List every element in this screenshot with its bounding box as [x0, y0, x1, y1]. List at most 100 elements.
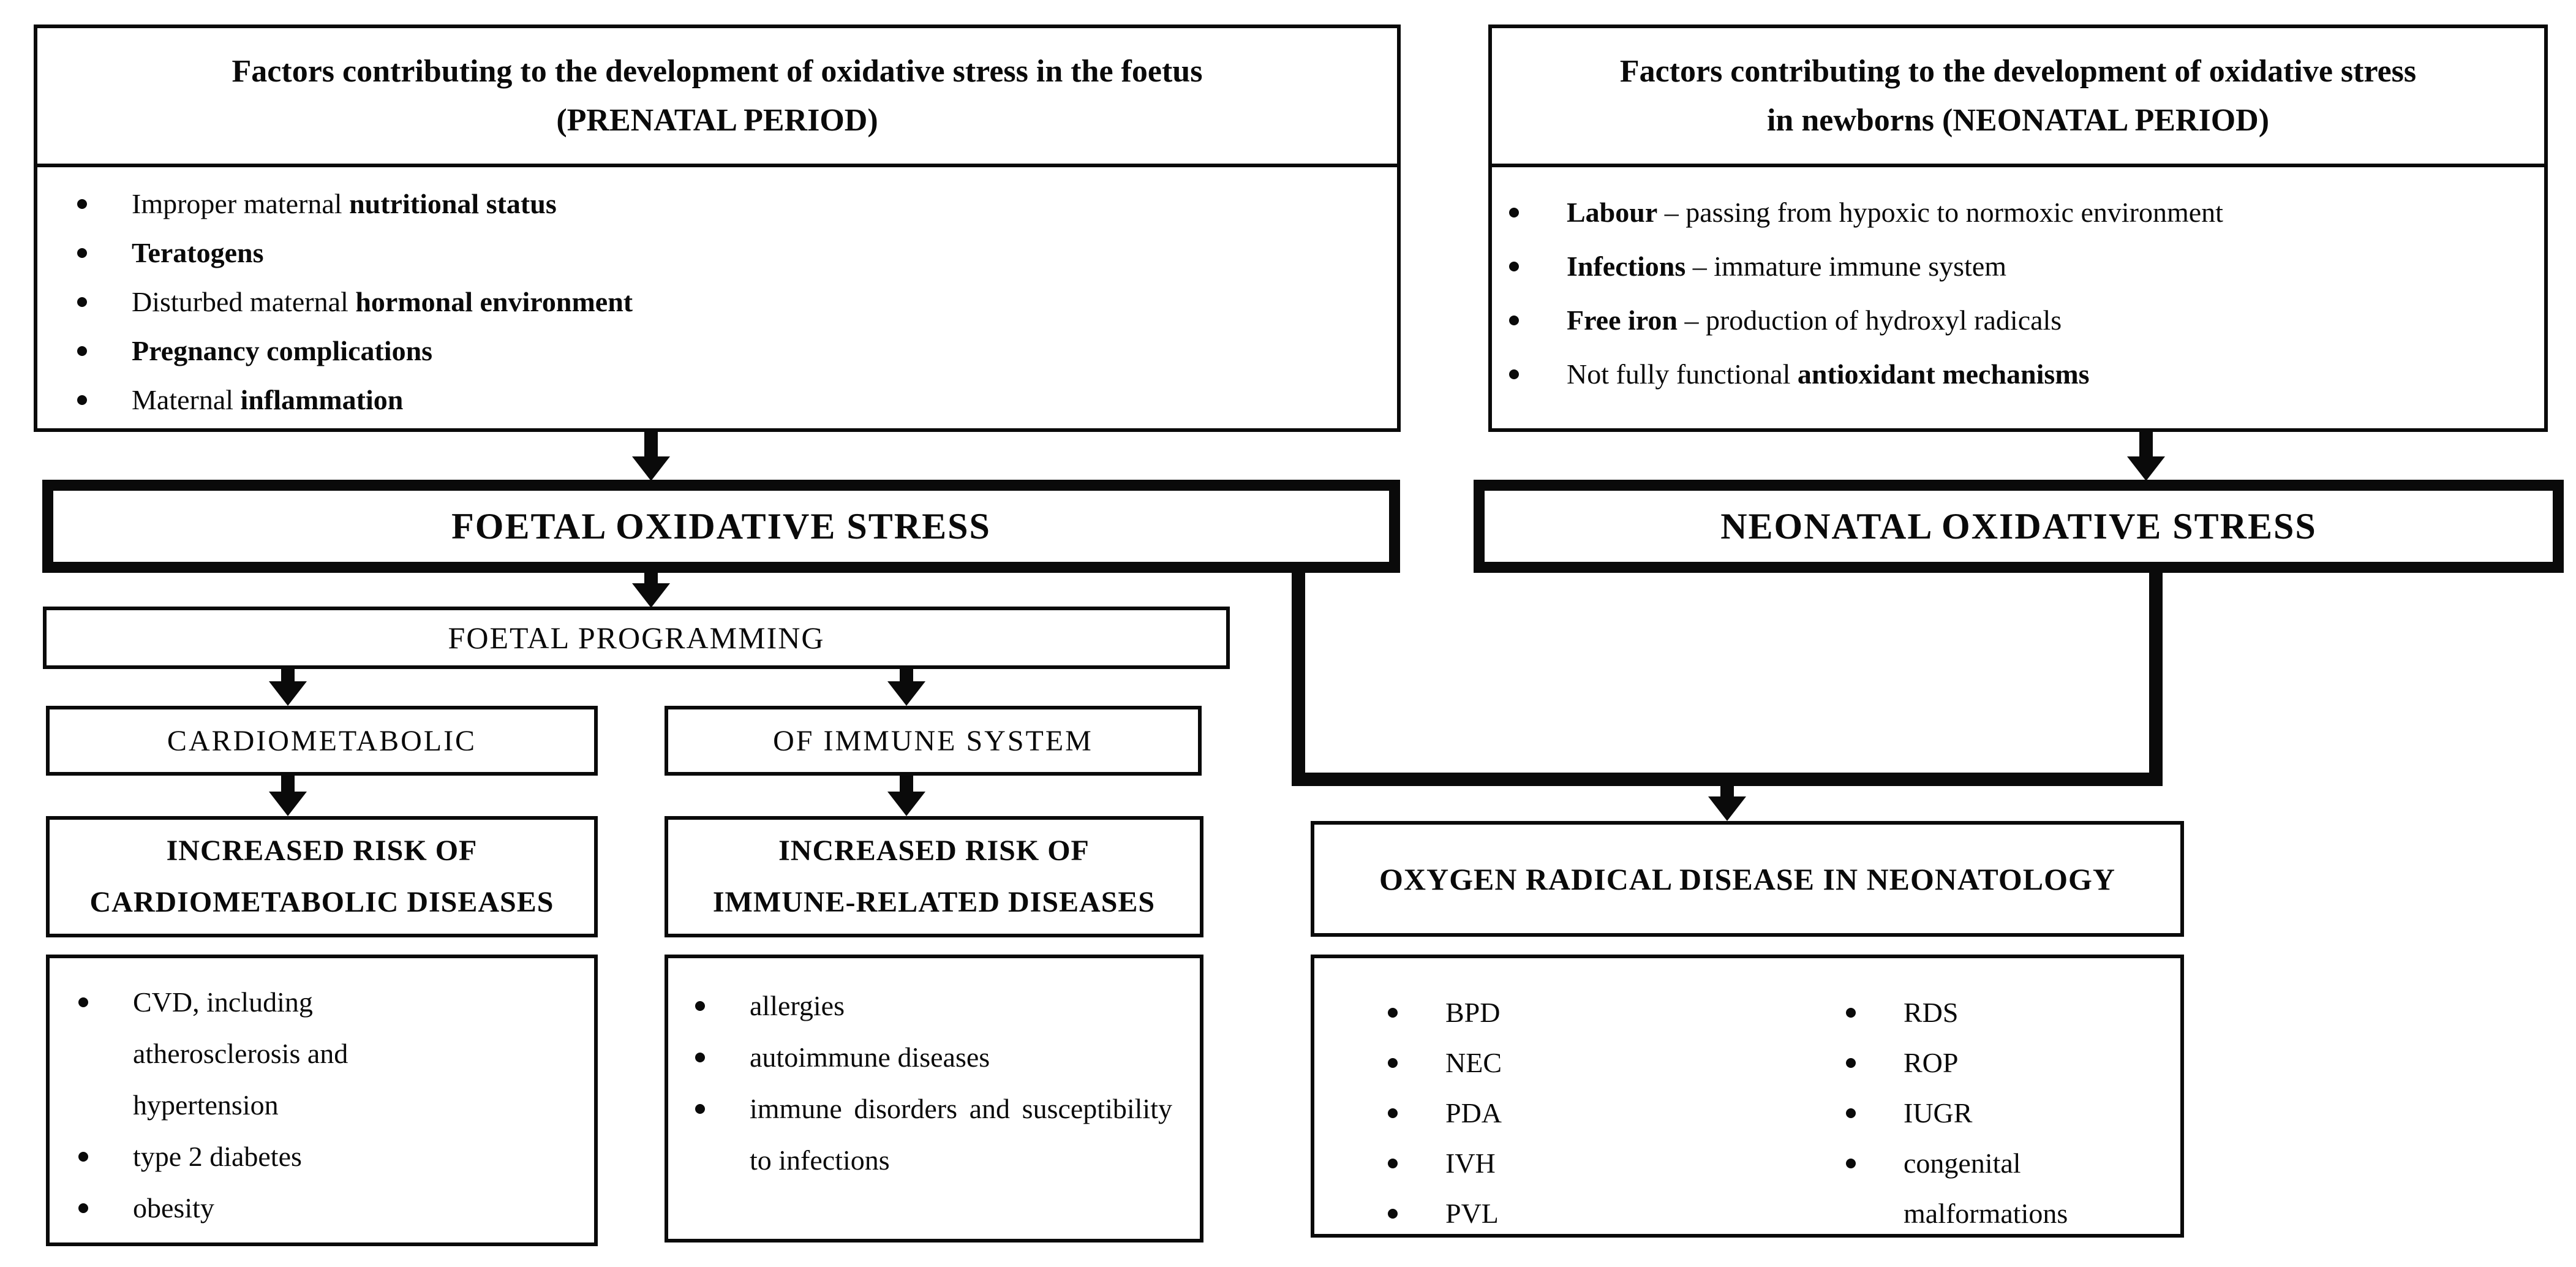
immune-system-box: OF IMMUNE SYSTEM	[665, 706, 1202, 776]
bullet-dot-icon	[1388, 1058, 1398, 1068]
bullet-dot-icon	[1388, 1209, 1398, 1219]
oxygen-radical-title-box: OXYGEN RADICAL DISEASE IN NEONATOLOGY	[1311, 821, 2184, 937]
foetal-programming-box: FOETAL PROGRAMMING	[43, 607, 1230, 669]
arrow-neonatal-to-stress	[2139, 432, 2153, 461]
list-item: BPD	[1388, 988, 1502, 1038]
oxygen-radical-title: OXYGEN RADICAL DISEASE IN NEONATOLOGY	[1379, 861, 2116, 896]
bullet-dot-icon	[1509, 262, 1519, 271]
list-item: Pregnancy complications	[77, 327, 1397, 376]
foetal-oxidative-stress-label: FOETAL OXIDATIVE STRESS	[451, 505, 991, 547]
oxygen-radical-column-1: BPD NEC PDA IVH PVL	[1388, 973, 1502, 1239]
list-item: CVD, including atherosclerosis and hyper…	[78, 977, 594, 1131]
arrowhead-cardio-to-risk	[269, 792, 307, 816]
list-item: Maternal inflammation	[77, 376, 1397, 425]
bullet-dot-icon	[77, 346, 87, 356]
cardiometabolic-box: CARDIOMETABOLIC	[46, 706, 598, 776]
list-item: Improper maternal nutritional status	[77, 180, 1397, 229]
arrow-cardio-to-risk	[281, 776, 295, 794]
arrowhead-stress-to-programming	[632, 583, 670, 608]
arrowhead-programming-to-immune	[887, 681, 925, 706]
list-item: ROP	[1846, 1038, 2167, 1088]
list-item: Labour – passing from hypoxic to normoxi…	[1509, 186, 2544, 240]
arrowhead-immune-to-risk	[887, 792, 925, 816]
bullet-dot-icon	[77, 199, 87, 209]
risk-cardiometabolic-line1: INCREASED RISK OF	[166, 834, 478, 867]
list-item: Teratogens	[77, 229, 1397, 278]
bullet-dot-icon	[1509, 208, 1519, 217]
list-item: allergies	[695, 980, 1200, 1032]
bullet-dot-icon	[695, 1104, 705, 1114]
bullet-dot-icon	[695, 1001, 705, 1011]
neonatal-factors-list: Labour – passing from hypoxic to normoxi…	[1492, 167, 2544, 401]
list-item: PVL	[1388, 1189, 1502, 1239]
list-item: obesity	[78, 1182, 594, 1234]
oxygen-radical-column-2: RDS ROP IUGR congenital malformations	[1846, 973, 2167, 1239]
arrow-merge-to-ordn	[1720, 786, 1734, 800]
bullet-dot-icon	[77, 248, 87, 258]
arrow-stress-to-programming	[644, 573, 658, 586]
foetal-oxidative-stress-box: FOETAL OXIDATIVE STRESS	[42, 480, 1400, 573]
neonatal-oxidative-stress-label: NEONATAL OXIDATIVE STRESS	[1720, 505, 2317, 547]
bullet-dot-icon	[78, 1152, 88, 1162]
list-item: NEC	[1388, 1038, 1502, 1088]
list-item: immune disorders and susceptibility to i…	[695, 1083, 1200, 1186]
oxygen-radical-list-box: BPD NEC PDA IVH PVL RDS ROP IUGR congeni…	[1311, 955, 2184, 1238]
cardiometabolic-label: CARDIOMETABOLIC	[167, 724, 477, 757]
list-item: PDA	[1388, 1088, 1502, 1138]
arrow-prenatal-to-foetal	[644, 432, 658, 461]
list-item: Not fully functional antioxidant mechani…	[1509, 347, 2544, 401]
prenatal-factors-title: Factors contributing to the development …	[37, 28, 1397, 167]
list-item: IVH	[1388, 1138, 1502, 1189]
list-item: IUGR	[1846, 1088, 2167, 1138]
bullet-dot-icon	[1388, 1159, 1398, 1168]
bullet-dot-icon	[77, 395, 87, 405]
bullet-dot-icon	[78, 1203, 88, 1213]
connector-merge-horizontal	[1292, 773, 2163, 786]
neonatal-title-line1: Factors contributing to the development …	[1619, 53, 2417, 89]
list-item: congenital malformations	[1846, 1138, 2167, 1239]
risk-cardiometabolic-box: INCREASED RISK OF CARDIOMETABOLIC DISEAS…	[46, 816, 598, 937]
bullet-dot-icon	[1388, 1108, 1398, 1118]
arrow-immune-to-risk	[900, 776, 913, 794]
immune-outcomes-box: allergies autoimmune diseases immune dis…	[665, 955, 1203, 1242]
bullet-dot-icon	[1846, 1008, 1856, 1018]
arrowhead-prenatal-to-foetal	[632, 456, 670, 481]
risk-cardiometabolic-line2: CARDIOMETABOLIC DISEASES	[89, 886, 554, 918]
arrowhead-programming-to-cardio	[269, 681, 307, 706]
bullet-dot-icon	[77, 297, 87, 307]
risk-immune-line1: INCREASED RISK OF	[778, 834, 1090, 867]
bullet-dot-icon	[1509, 316, 1519, 325]
neonatal-factors-box: Factors contributing to the development …	[1488, 25, 2548, 432]
prenatal-title-line1: Factors contributing to the development …	[232, 53, 1203, 89]
risk-immune-line2: IMMUNE-RELATED DISEASES	[712, 886, 1156, 918]
list-item: autoimmune diseases	[695, 1032, 1200, 1083]
connector-foetal-drop	[1292, 573, 1305, 786]
bullet-dot-icon	[695, 1053, 705, 1062]
list-item: Free iron – production of hydroxyl radic…	[1509, 293, 2544, 347]
list-item: RDS	[1846, 988, 2167, 1038]
bullet-dot-icon	[78, 997, 88, 1007]
immune-system-label: OF IMMUNE SYSTEM	[773, 724, 1093, 757]
arrowhead-merge-to-ordn	[1708, 796, 1746, 821]
foetal-programming-label: FOETAL PROGRAMMING	[448, 621, 825, 655]
list-item: Infections – immature immune system	[1509, 240, 2544, 293]
bullet-dot-icon	[1846, 1058, 1856, 1068]
bullet-dot-icon	[1509, 369, 1519, 379]
bullet-dot-icon	[1846, 1108, 1856, 1118]
bullet-dot-icon	[1846, 1159, 1856, 1168]
neonatal-factors-title: Factors contributing to the development …	[1492, 28, 2544, 167]
neonatal-oxidative-stress-box: NEONATAL OXIDATIVE STRESS	[1474, 480, 2564, 573]
cardio-outcomes-box: CVD, including atherosclerosis and hyper…	[46, 955, 598, 1246]
bullet-dot-icon	[1388, 1008, 1398, 1018]
neonatal-title-line2: in newborns (NEONATAL PERIOD)	[1766, 102, 2270, 138]
arrow-programming-to-cardio	[281, 669, 295, 684]
arrow-programming-to-immune	[900, 669, 913, 684]
arrowhead-neonatal-to-stress	[2127, 456, 2165, 481]
connector-neonatal-drop	[2149, 573, 2163, 786]
prenatal-factors-list: Improper maternal nutritional status Ter…	[37, 167, 1397, 425]
list-item: Disturbed maternal hormonal environment	[77, 278, 1397, 327]
prenatal-title-line2: (PRENATAL PERIOD)	[556, 102, 878, 138]
risk-immune-box: INCREASED RISK OF IMMUNE-RELATED DISEASE…	[665, 816, 1203, 937]
list-item: type 2 diabetes	[78, 1131, 594, 1182]
